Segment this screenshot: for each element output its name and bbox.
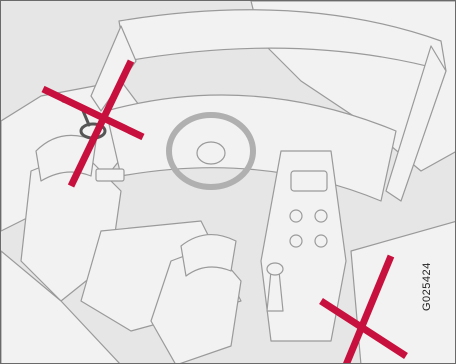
figure-code: G025424 xyxy=(421,262,433,311)
console-knob-2 xyxy=(315,210,327,222)
gear-knob xyxy=(267,263,283,275)
console-knob-3 xyxy=(290,235,302,247)
door-window-switch xyxy=(96,169,124,181)
console-knob-1 xyxy=(290,210,302,222)
steering-wheel-hub xyxy=(197,142,225,164)
rear-seat-right xyxy=(351,221,456,364)
console-knob-4 xyxy=(315,235,327,247)
console-display xyxy=(291,171,327,191)
